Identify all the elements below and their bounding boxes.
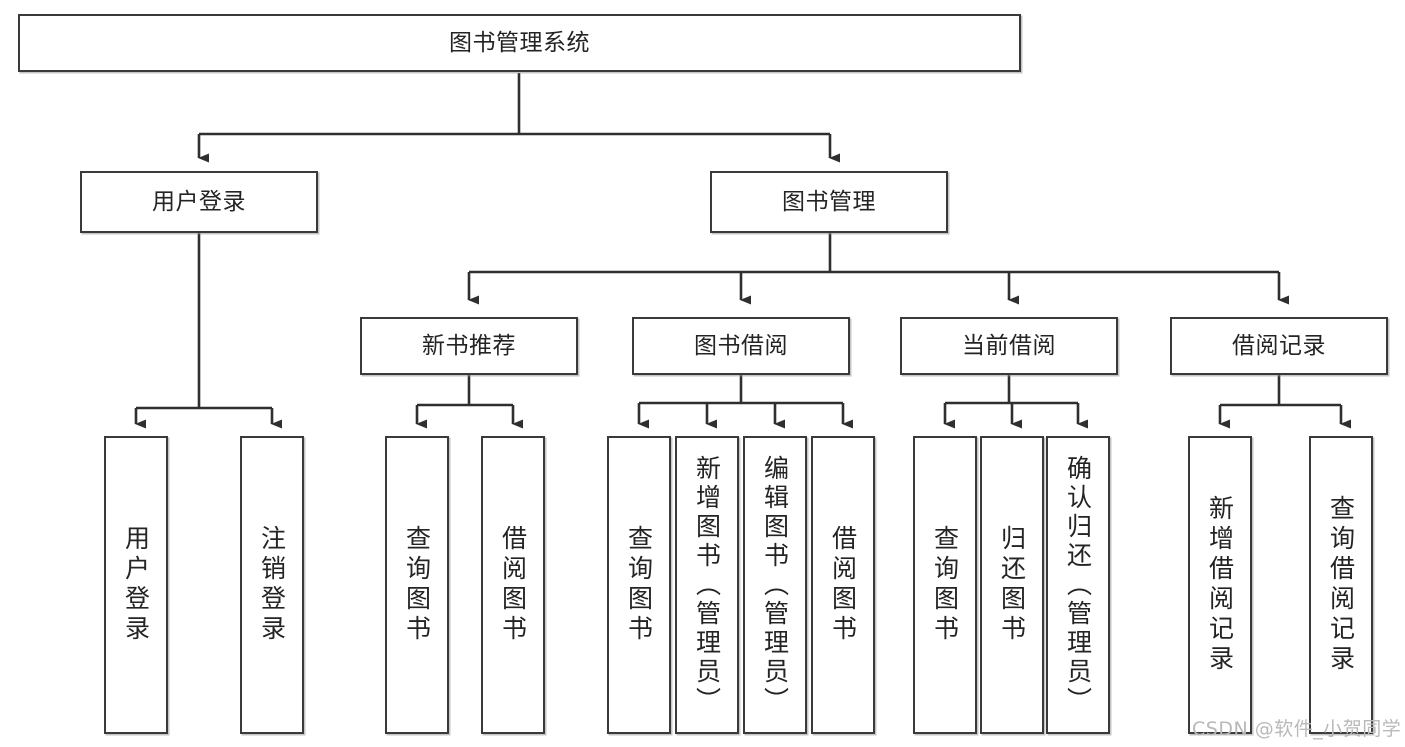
leaf-query-books-under-book-borrow[interactable]: 查询图书 [607,436,671,734]
node-borrow-record[interactable]: 借阅记录 [1170,317,1388,375]
node-label: 图书管理 [782,188,876,215]
node-current-borrow[interactable]: 当前借阅 [900,317,1118,375]
leaf-label: 新增借阅记录 [1205,495,1235,675]
leaf-logout[interactable]: 注销登录 [240,436,304,734]
leaf-label: 查询图书 [402,525,432,645]
node-label: 用户登录 [152,188,246,215]
leaf-query-books-under-new-book-recommend[interactable]: 查询图书 [385,436,449,734]
node-label: 借阅记录 [1232,332,1326,359]
leaf-label: 查询图书 [624,525,654,645]
node-label: 图书借阅 [694,332,788,359]
node-label: 新书推荐 [422,332,516,359]
leaf-label: 借阅图书 [498,525,528,645]
leaf-label: 新增图书（管理员） [692,454,722,716]
leaf-borrow-books-under-new-book-recommend[interactable]: 借阅图书 [481,436,545,734]
leaf-borrow-books-under-book-borrow[interactable]: 借阅图书 [811,436,875,734]
leaf-user-login[interactable]: 用户登录 [104,436,168,734]
node-user-login[interactable]: 用户登录 [80,171,318,233]
node-book-management-system[interactable]: 图书管理系统 [18,14,1021,72]
node-book-management[interactable]: 图书管理 [710,171,948,233]
leaf-add-book[interactable]: 新增图书（管理员） [675,436,739,734]
leaf-label: 归还图书 [997,525,1027,645]
leaf-add-borrow-record[interactable]: 新增借阅记录 [1188,436,1252,734]
node-label: 当前借阅 [962,332,1056,359]
leaf-label: 查询借阅记录 [1326,495,1356,675]
leaf-query-borrow-record[interactable]: 查询借阅记录 [1309,436,1373,734]
node-new-book-recommend[interactable]: 新书推荐 [360,317,578,375]
csdn-watermark: CSDN @软件_小贺同学 [1192,718,1402,740]
leaf-label: 编辑图书（管理员） [760,454,790,716]
leaf-return-book[interactable]: 归还图书 [980,436,1044,734]
leaf-label: 确认归还（管理员） [1063,454,1093,716]
leaf-edit-book[interactable]: 编辑图书（管理员） [743,436,807,734]
leaf-confirm-return[interactable]: 确认归还（管理员） [1046,436,1110,734]
leaf-label: 查询图书 [930,525,960,645]
leaf-query-books-under-current-borrow[interactable]: 查询图书 [913,436,977,734]
leaf-label: 用户登录 [121,525,151,645]
leaf-label: 借阅图书 [828,525,858,645]
leaf-label: 注销登录 [257,525,287,645]
node-label: 图书管理系统 [449,29,590,56]
node-book-borrow[interactable]: 图书借阅 [632,317,850,375]
